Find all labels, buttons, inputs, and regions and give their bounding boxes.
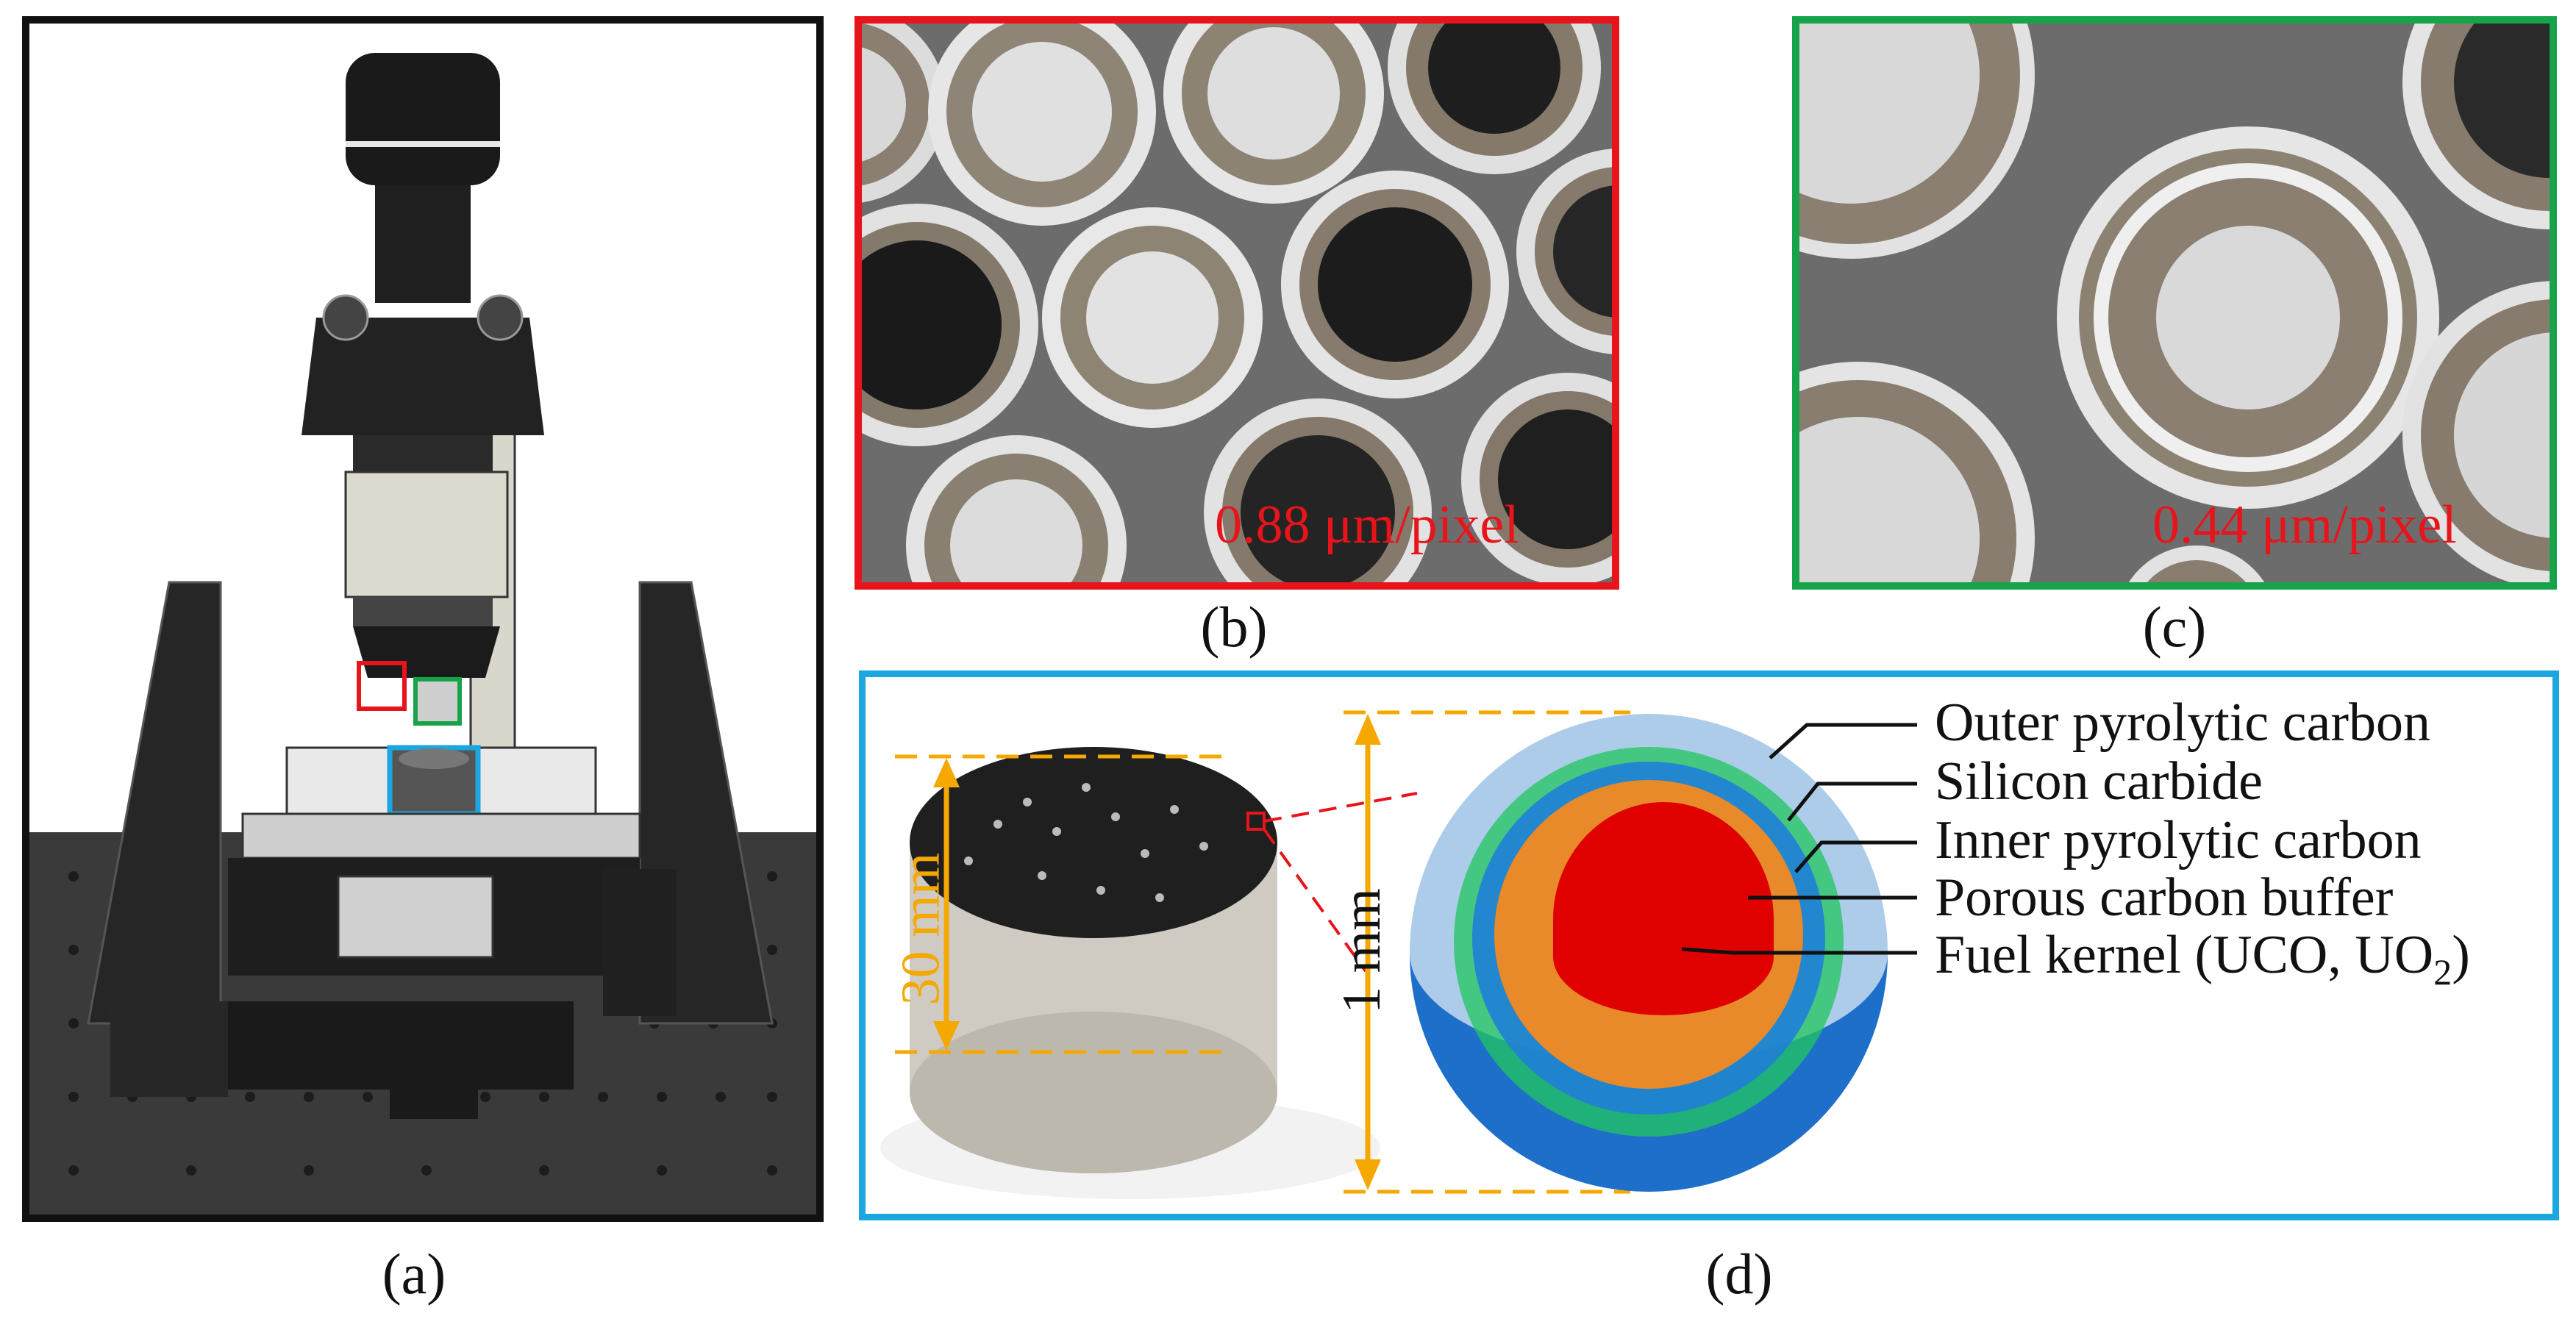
fuel-kernel-tail: ): [2452, 925, 2470, 985]
particle-b-5: [862, 204, 1038, 446]
leader-outer-pyc: [1769, 723, 1917, 759]
layer-fuel-kernel: [1553, 802, 1774, 1015]
layer-label-outer-pyc: Outer pyrolytic carbon: [1935, 693, 2430, 753]
leader-inner-pyc: [1794, 840, 1917, 873]
caption-c: (c): [2142, 595, 2207, 659]
dim-label-compact: 30 mm: [891, 852, 952, 1006]
particle-b-2: [928, 24, 1156, 226]
panel-b-micrograph: 0.88 μm/pixel: [854, 16, 1619, 590]
leader-fuel-kernel: [1681, 947, 1917, 955]
particle-b-8: [1516, 149, 1612, 354]
compact-top: [910, 747, 1277, 938]
layer-label-inner-pyc: Inner pyrolytic carbon: [1935, 810, 2422, 870]
particle-c-2: [2057, 126, 2439, 509]
panel-a-microscope: [22, 16, 824, 1222]
microscope-illustration: [29, 53, 816, 1215]
particle-c-5: [2402, 281, 2550, 582]
dim-particle-arrow-top: [1355, 714, 1381, 745]
panel-c-micrograph: 0.44 μm/pixel: [1792, 16, 2557, 590]
layer-label-porous-buffer: Porous carbon buffer: [1935, 868, 2394, 928]
dim-label-particle: 1 mm: [1331, 888, 1392, 1014]
micrograph-b: [862, 24, 1612, 582]
fuel-kernel-subscript: 2: [2433, 951, 2452, 992]
particle-c-4: [1799, 362, 2035, 582]
caption-b: (b): [1200, 595, 1268, 659]
caption-a-d: (d): [1705, 1242, 1773, 1306]
particle-c-6: [2128, 546, 2265, 582]
particle-c-3: [2402, 24, 2550, 229]
particle-c-1: [1799, 24, 2035, 259]
particle-b-3: [1163, 24, 1384, 204]
scale-label-b: 0.88 μm/pixel: [1215, 495, 1519, 555]
zoom-line-bottom: [1263, 828, 1367, 973]
dim-particle-arrow-bottom: [1355, 1159, 1381, 1190]
layer-label-silicon-carbide: Silicon carbide: [1935, 751, 2263, 812]
particle-b-1: [862, 24, 946, 203]
zoom-line-top: [1263, 792, 1418, 823]
leader-silicon-carbide: [1787, 781, 1917, 822]
micrograph-c: [1799, 24, 2550, 582]
dim-compact-arrow-bottom: [933, 1021, 960, 1051]
dim-compact-arrow-top: [933, 758, 960, 787]
scale-label-c: 0.44 μm/pixel: [2152, 495, 2457, 555]
triso-illustration: [880, 710, 1917, 1199]
compact-bottom: [910, 1012, 1277, 1173]
compact-top-particles: [964, 783, 1208, 902]
particle-b-4: [1388, 24, 1601, 174]
caption-a: (a): [382, 1242, 446, 1306]
fuel-kernel-text: Fuel kernel (UCO, UO: [1935, 925, 2434, 985]
panel-d-triso-diagram: Outer pyrolytic carbon Silicon carbide I…: [859, 670, 2559, 1220]
particle-b-7: [1281, 171, 1509, 398]
layer-label-fuel-kernel: Fuel kernel (UCO, UO2): [1935, 924, 2470, 993]
particle-b-11: [1461, 373, 1612, 582]
particle-b-9: [906, 435, 1127, 582]
particle-b-10: [1204, 398, 1432, 582]
particle-b-6: [1042, 207, 1263, 428]
